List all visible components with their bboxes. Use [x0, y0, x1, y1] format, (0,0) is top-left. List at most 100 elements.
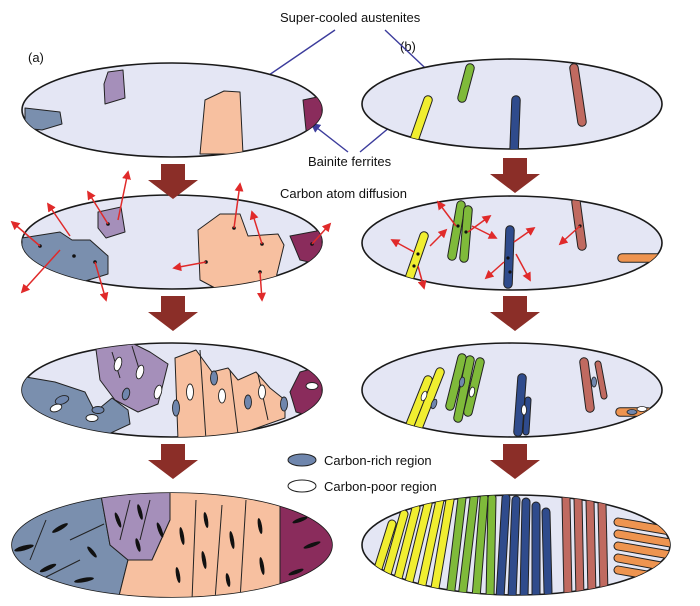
panel-a-label: (a)	[28, 50, 44, 65]
ferrite-lath-navy	[514, 374, 526, 436]
carbon-poor-region	[521, 404, 527, 416]
diffusion-arrow	[484, 261, 505, 280]
carbon-poor-region	[258, 384, 266, 400]
ferrite-lath-brick	[580, 358, 594, 412]
diffusion-arrow	[249, 210, 263, 245]
carbon-poor-region	[218, 388, 226, 404]
ferrite-lath-yellow	[414, 368, 444, 432]
diffusion-arrow	[467, 214, 492, 233]
carbon-rich-region	[280, 396, 288, 412]
panel-b-stage-1	[361, 58, 663, 150]
carbon-diffusion-arrows	[390, 200, 581, 290]
ferrite-lath-green	[464, 358, 484, 416]
diffusion-arrow	[233, 182, 244, 229]
diffusion-arrow	[256, 271, 266, 302]
carbon-poor-region	[113, 356, 123, 372]
panel-b-stage-4	[361, 494, 671, 596]
austenite-label: Super-cooled austenites	[280, 10, 421, 25]
panel-a-stage-1	[21, 62, 323, 158]
ferrite-lath-navy	[510, 96, 520, 149]
panel-b-stage-2	[361, 195, 663, 291]
carbon-poor-region	[636, 406, 648, 412]
ferrite-lath-green	[448, 201, 465, 260]
diffusion-label: Carbon atom diffusion	[280, 186, 407, 201]
diffusion-arrow	[471, 225, 498, 239]
carbon-poor-region	[85, 414, 99, 422]
carbon-rich-region	[54, 395, 70, 405]
diffusion-arrow	[46, 202, 71, 237]
diffusion-arrow	[10, 220, 41, 247]
ferrite-lath-packet-brick	[561, 495, 609, 595]
ferrite-lath-yellow	[404, 376, 432, 434]
carbon-rich-region	[591, 376, 597, 388]
transition-arrows	[148, 158, 540, 479]
carbon-regions	[420, 376, 648, 416]
carbon-rich-region	[121, 387, 131, 401]
diffusion-arrow	[117, 170, 131, 221]
diffusion-arrow	[417, 265, 427, 290]
ferrite-grain-peach	[199, 90, 244, 155]
carbon-poor-region	[153, 384, 163, 400]
ferrite-lath-green	[454, 356, 474, 422]
legend-carbon-rich-label: Carbon-rich region	[324, 453, 432, 468]
diffusion-arrow	[87, 190, 109, 225]
carbon-rich-region	[210, 370, 218, 386]
carbon-rich-region	[244, 394, 252, 410]
diffusion-arrow	[515, 253, 531, 282]
carbon-poor-region	[305, 382, 319, 390]
transition-arrow	[148, 296, 198, 331]
ferrite-lath-packet-navy	[495, 495, 553, 595]
carbon-rich-region	[458, 376, 466, 388]
ferrite-grain-lilac	[94, 343, 169, 413]
carbon-poor-region	[468, 386, 476, 398]
transition-arrow	[148, 164, 198, 199]
carbon-poor-region	[186, 383, 194, 401]
transition-arrow	[490, 296, 540, 331]
carbon-rich-region	[430, 398, 438, 410]
ferrite-grain-peach	[197, 213, 285, 289]
ferrite-lath-navy	[523, 397, 531, 435]
ferrite-lath-green	[458, 64, 474, 102]
ferrite-grain-lilac	[97, 206, 126, 239]
ferrite-lath-brick	[570, 64, 586, 126]
carbide-particles	[14, 504, 321, 587]
panel-b-stage-3	[361, 342, 663, 438]
legend-carbon-rich-swatch	[287, 453, 317, 467]
panel-b-label: (b)	[400, 39, 416, 54]
ferrite-lath-green	[460, 206, 472, 262]
carbon-poor-region	[49, 403, 63, 413]
ferrite-lath-yellow	[404, 232, 428, 286]
diffusion-arrow	[20, 249, 61, 294]
transition-arrow	[490, 158, 540, 193]
diffusion-arrow	[390, 239, 415, 253]
diffusion-arrow	[311, 222, 332, 245]
carbon-poor-region	[135, 364, 145, 380]
austenite-ellipse	[21, 62, 323, 158]
carbon-regions	[49, 356, 319, 422]
ferrite-lath-packet-green	[445, 495, 497, 595]
panel-a-stage-2	[10, 170, 332, 302]
ferrite-lath-brick	[572, 198, 586, 250]
ferrite-lath-green	[446, 354, 466, 410]
carbon-diffusion-arrows	[10, 170, 332, 302]
diffusion-arrow	[513, 226, 536, 243]
ferrite-grain-lilac	[103, 69, 126, 105]
legend-carbon-poor-swatch	[287, 479, 317, 493]
transition-arrow	[148, 444, 198, 479]
panel-a-stage-3	[21, 342, 323, 438]
panel-a-stage-4	[11, 492, 333, 598]
legend: Carbon-rich region Carbon-poor region	[287, 453, 437, 494]
carbon-poor-region	[420, 390, 428, 402]
grain-boundaries	[29, 499, 247, 597]
diffusion-arrow	[94, 261, 109, 302]
diffusion-arrow	[429, 228, 448, 247]
diffusion-arrow	[436, 200, 457, 227]
carbon-rich-region	[172, 399, 180, 417]
diffusion-arrow	[172, 261, 207, 272]
carbon-rich-region	[91, 406, 105, 414]
legend-carbon-poor-label: Carbon-poor region	[324, 479, 437, 494]
diffusion-arrow	[558, 225, 581, 246]
transition-arrow	[490, 444, 540, 479]
carbon-rich-region	[626, 409, 638, 415]
